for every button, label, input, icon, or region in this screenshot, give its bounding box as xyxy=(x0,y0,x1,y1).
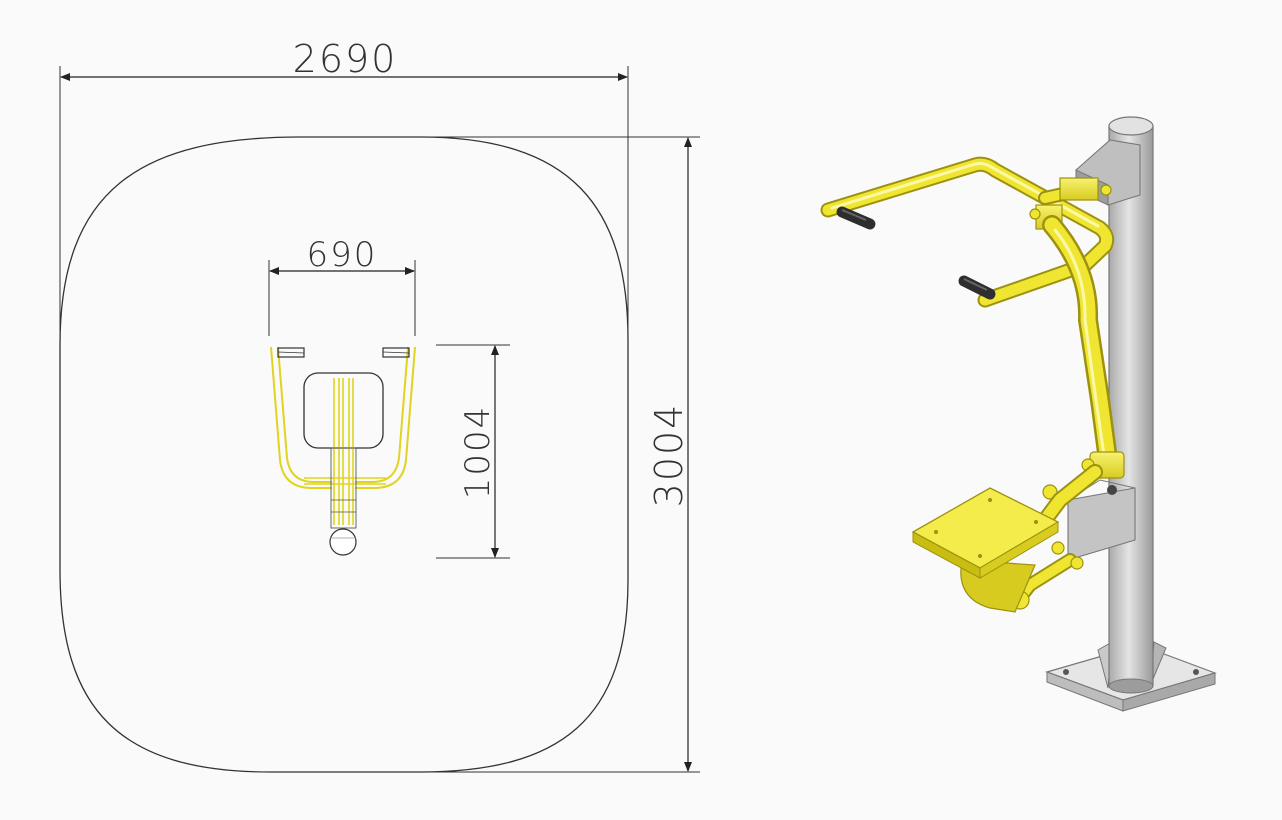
overall-width-label: 2690 xyxy=(293,37,398,81)
safety-zone-outline xyxy=(59,136,629,773)
machine-plan-footprint xyxy=(270,346,416,556)
center-spine xyxy=(304,378,386,525)
right-grip-icon xyxy=(382,347,410,358)
lower-bracket xyxy=(1067,479,1136,561)
overall-width-dimension: 2690 xyxy=(59,37,629,345)
swing-arm xyxy=(1042,215,1118,470)
right-handgrip-icon xyxy=(958,275,996,300)
machine-depth-label: 1004 xyxy=(458,405,498,500)
overall-depth-label: 3004 xyxy=(647,403,691,508)
post-plan xyxy=(329,528,357,556)
left-handle-arm xyxy=(270,346,332,489)
machine-depth-dimension: 1004 xyxy=(436,344,510,559)
left-handgrip-icon xyxy=(836,206,876,230)
left-grip-icon xyxy=(277,347,305,358)
isometric-view xyxy=(820,116,1217,712)
machine-width-label: 690 xyxy=(307,235,378,275)
machine-width-dimension: 690 xyxy=(268,235,416,336)
seat xyxy=(911,487,1060,613)
overall-depth-dimension: 3004 xyxy=(420,136,700,773)
upright-post xyxy=(1108,116,1154,694)
plan-view: 2690 3004 690 1004 xyxy=(59,37,700,773)
right-handle-arm xyxy=(355,346,416,489)
